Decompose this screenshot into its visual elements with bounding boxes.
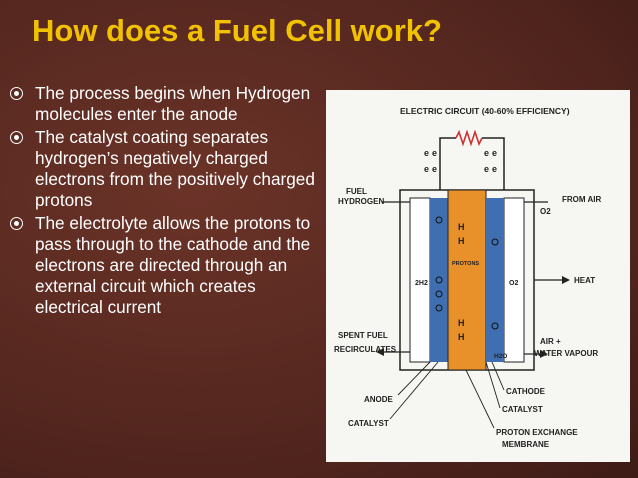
o2-label: O2 (540, 207, 551, 216)
membrane-layer (447, 189, 487, 371)
heat-arrow-head (562, 276, 570, 284)
air-label: AIR + (540, 337, 561, 346)
catalyst-right-label: CATALYST (502, 405, 543, 414)
spent-fuel-arrow-head (376, 348, 384, 356)
heat-label: HEAT (574, 276, 595, 285)
water-vapour-label: WATER VAPOUR (534, 349, 598, 358)
membrane-label: MEMBRANE (502, 440, 550, 449)
electron-symbols: e e e e e e e e (424, 148, 497, 174)
membrane-center-label: PROTONS (452, 261, 479, 267)
from-air-label: FROM AIR (562, 195, 601, 204)
catalyst-left-leader (389, 361, 439, 420)
fuel-cell-diagram: ELECTRIC CIRCUIT (40-60% EFFICIENCY) e e… (326, 90, 630, 462)
electron-circles (435, 216, 499, 330)
svg-text:e: e (484, 148, 489, 158)
bullet-item: The electrolyte allows the protons to pa… (10, 213, 320, 318)
bullet-icon (10, 217, 23, 230)
bullet-text: The catalyst coating separates hydrogen’… (35, 127, 315, 210)
o2-inner-label: O2 (509, 280, 518, 287)
hydrogen-label: HYDROGEN (338, 197, 384, 206)
svg-text:e: e (484, 164, 489, 174)
cathode-leader (491, 361, 505, 391)
bullet-list: The process begins when Hydrogen molecul… (10, 83, 320, 320)
anode-label: ANODE (364, 395, 394, 404)
circuit-wire (439, 137, 456, 190)
cathode-layer (486, 198, 504, 362)
anode-leader (397, 361, 431, 396)
spent-fuel-label: SPENT FUEL (338, 331, 388, 340)
cathode-label: CATHODE (506, 387, 546, 396)
resistor-icon (455, 129, 483, 147)
catalyst-right-leader (485, 361, 501, 409)
h2o-label: H2O (494, 353, 507, 360)
proton-symbols: H H H H (458, 222, 465, 342)
circuit-wire (482, 137, 505, 190)
svg-text:H: H (458, 332, 465, 342)
bullet-icon (10, 87, 23, 100)
anode-layer (430, 198, 448, 362)
pem-leader (465, 369, 495, 429)
svg-text:e: e (424, 164, 429, 174)
slide-title: How does a Fuel Cell work? (32, 13, 442, 48)
svg-text:e: e (432, 148, 437, 158)
svg-text:e: e (492, 164, 497, 174)
fuel-label: FUEL (346, 187, 367, 196)
catalyst-left-label: CATALYST (348, 419, 389, 428)
svg-text:H: H (458, 318, 465, 328)
bullet-text: The process begins when Hydrogen molecul… (35, 83, 311, 124)
svg-text:e: e (432, 164, 437, 174)
bullet-item: The catalyst coating separates hydrogen’… (10, 127, 320, 211)
bullet-item: The process begins when Hydrogen molecul… (10, 83, 320, 125)
water-out-arrow-head (540, 350, 548, 358)
svg-text:H: H (458, 222, 465, 232)
svg-text:e: e (424, 148, 429, 158)
recirculates-label: RECIRCULATES (334, 345, 397, 354)
svg-text:e: e (492, 148, 497, 158)
bullet-icon (10, 131, 23, 144)
pem-label: PROTON EXCHANGE (496, 428, 578, 437)
circuit-label: ELECTRIC CIRCUIT (40-60% EFFICIENCY) (400, 106, 570, 116)
bullet-text: The electrolyte allows the protons to pa… (35, 213, 311, 317)
h2-label: 2H2 (415, 280, 428, 287)
svg-text:H: H (458, 236, 465, 246)
